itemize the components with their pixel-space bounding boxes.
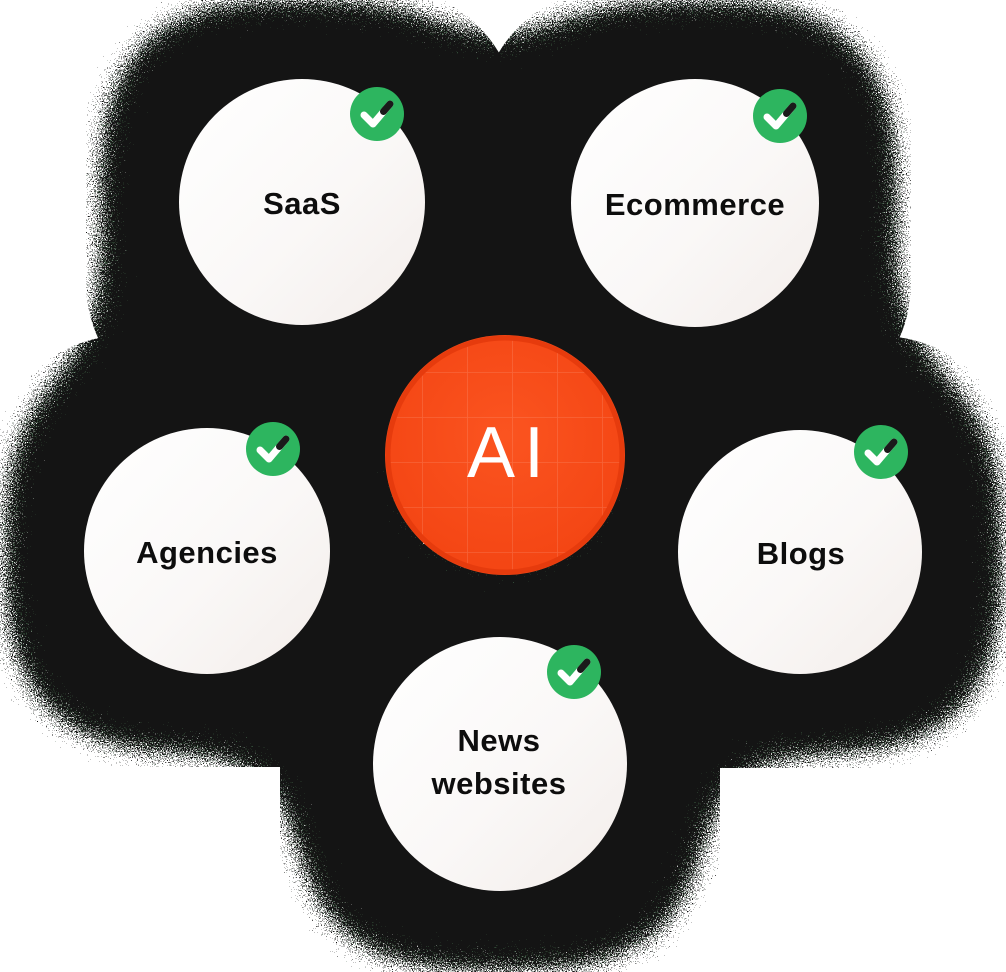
ai-core-label: AI bbox=[466, 413, 554, 493]
node-label-news-websites: News websites bbox=[431, 723, 567, 801]
node-label-agencies: Agencies bbox=[136, 535, 278, 570]
node-circle-blogs bbox=[678, 430, 922, 674]
check-badge-news-websites bbox=[547, 645, 601, 699]
node-bubbles bbox=[84, 79, 922, 891]
node-label-ecommerce: Ecommerce bbox=[604, 187, 786, 222]
node-label-saas: SaaS bbox=[263, 186, 341, 221]
node-label-blogs: Blogs bbox=[756, 536, 846, 571]
ai-core-rim bbox=[385, 335, 625, 575]
check-badge-agencies bbox=[246, 422, 300, 476]
check-badge-saas bbox=[350, 87, 404, 141]
ai-core bbox=[385, 335, 625, 575]
node-circle-ecommerce bbox=[571, 79, 819, 327]
check-icon-tip bbox=[276, 435, 290, 450]
check-icon-tip bbox=[577, 658, 591, 673]
check-icon-tip bbox=[884, 438, 898, 453]
ai-core-grid bbox=[387, 337, 623, 573]
node-circle-news-websites bbox=[373, 637, 627, 891]
check-icon-tip bbox=[380, 100, 394, 115]
node-circle-saas bbox=[179, 79, 425, 325]
node-circle-agencies bbox=[84, 428, 330, 674]
check-icon-tip bbox=[783, 102, 797, 117]
check-badge-blogs bbox=[854, 425, 908, 479]
check-badge-ecommerce bbox=[753, 89, 807, 143]
check-badges bbox=[246, 87, 908, 699]
